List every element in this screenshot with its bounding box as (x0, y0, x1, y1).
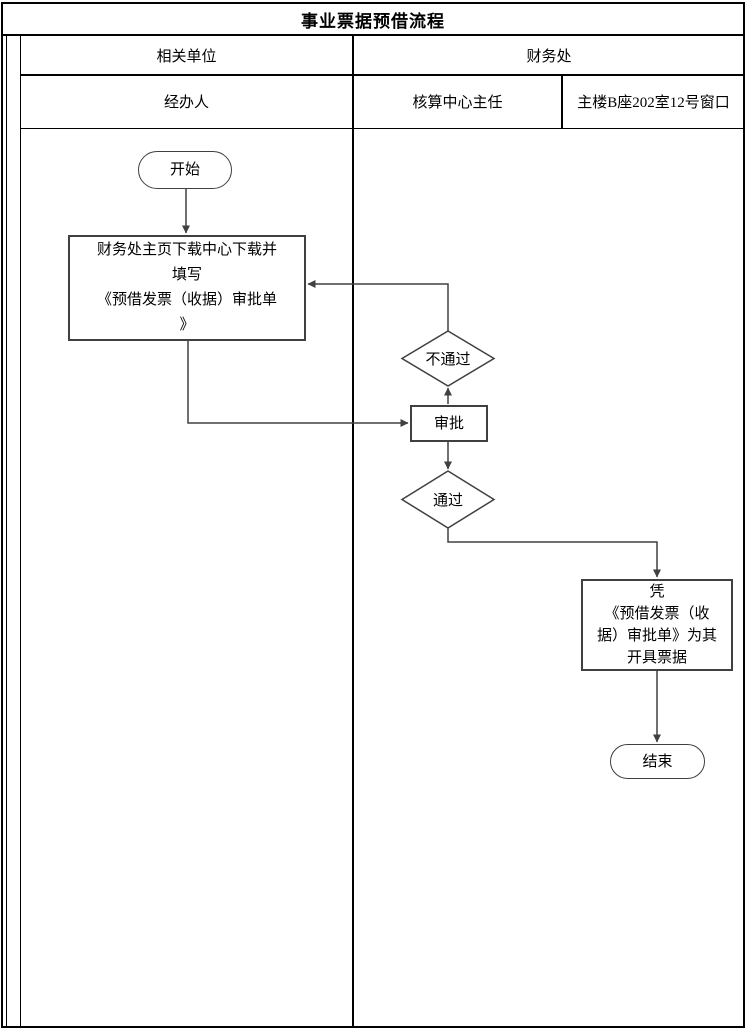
subheader-window-location: 主楼B座202室12号窗口 (563, 74, 744, 128)
lane-header-related-unit-label: 相关单位 (156, 48, 217, 65)
page-title: 事业票据预借流程 (3, 4, 743, 36)
node-end: 结束 (610, 744, 705, 779)
arrow-pass-to-issue (447, 528, 661, 578)
header-bottom-line (20, 128, 744, 129)
node-fill-form: 财务处主页下载中心下载并 填写 《预借发票（收据）审批单 》 (68, 235, 306, 341)
lane-header-related-unit: 相关单位 (21, 36, 352, 74)
node-issue: 凭 《预借发票（收 据）审批单》为其 开具票据 (581, 579, 733, 671)
node-start: 开始 (138, 151, 232, 189)
subheader-accounting-director: 核算中心主任 (354, 74, 561, 128)
node-approve-label: 审批 (433, 415, 464, 432)
arrow-notpass-to-fill-form (307, 280, 449, 331)
lane-divider-line (352, 36, 354, 1027)
node-fill-form-label: 财务处主页下载中心下载并 填写 《预借发票（收据）审批单 》 (96, 242, 277, 333)
node-start-label: 开始 (169, 162, 200, 178)
subheader-accounting-director-label: 核算中心主任 (412, 94, 503, 111)
subheader-divider-line (561, 74, 563, 128)
subheader-handler-label: 经办人 (163, 94, 209, 111)
node-end-label: 结束 (642, 753, 673, 770)
narrow-column-right-line (20, 36, 21, 1027)
table-left-inner-line (6, 36, 7, 1027)
page-title-text: 事业票据预借流程 (301, 11, 445, 31)
subheader-window-location-label: 主楼B座202室12号窗口 (577, 94, 730, 111)
lane-header-finance-office-label: 财务处 (526, 48, 572, 65)
arrow-fill-form-to-approve (187, 341, 409, 427)
node-approve: 审批 (410, 405, 488, 442)
decision-pass-shape (400, 470, 496, 529)
decision-notpass-shape (400, 330, 496, 387)
lane-header-finance-office: 财务处 (354, 36, 744, 74)
header-row-divider-line (20, 74, 744, 76)
node-issue-label: 凭 《预借发票（收 据）审批单》为其 开具票据 (596, 584, 717, 666)
subheader-handler: 经办人 (21, 74, 352, 128)
